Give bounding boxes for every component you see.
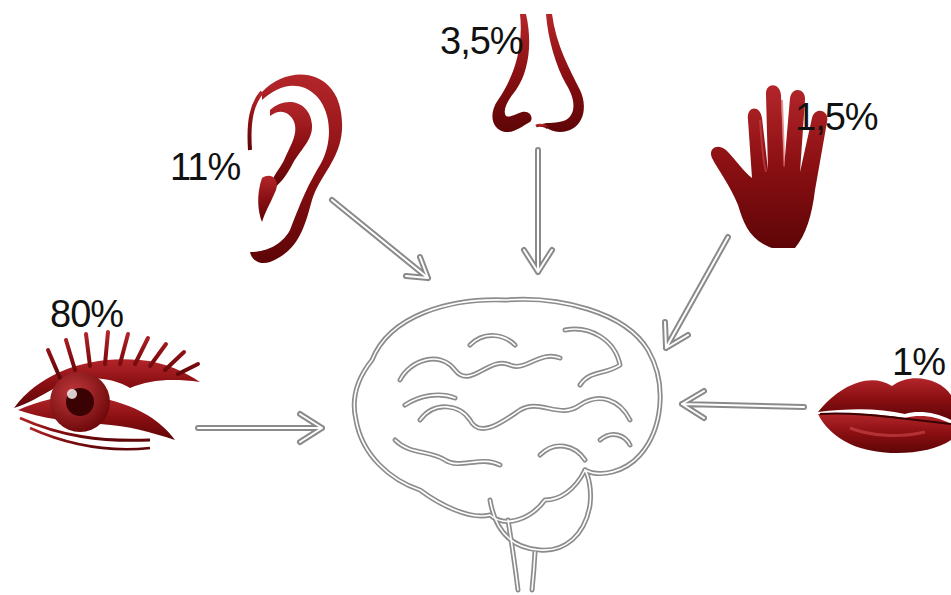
brain-outline [354,299,660,590]
percentage-label: 11% [170,148,240,186]
percentage-label: 80% [50,295,123,333]
arrows [198,150,804,442]
ear-icon [250,74,343,263]
eye-icon [14,332,200,449]
percentage-label: 1% [892,343,945,381]
percentage-label: 1,5% [795,98,878,136]
percentage-label: 3,5% [440,22,523,60]
lips-icon [818,378,951,453]
